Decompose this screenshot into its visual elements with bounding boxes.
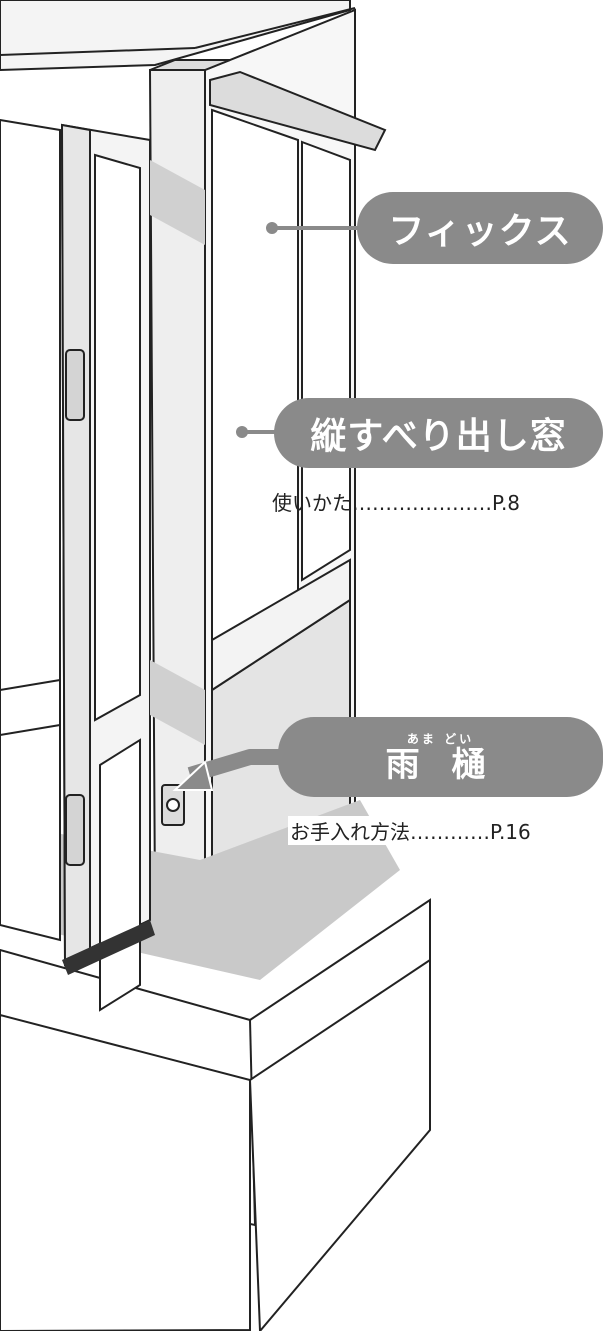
- tatesuberi-page-ref[interactable]: 使いかた…………………P.8: [272, 491, 521, 515]
- callout-tatesuberi: 縦すべり出し窓: [274, 398, 603, 468]
- amadoi-ruby: あま どい: [406, 731, 475, 746]
- arrow-amadoi: [187, 749, 285, 783]
- callout-tatesuberi-label: 縦すべり出し窓: [310, 416, 567, 457]
- callout-amadoi-label: 雨 樋: [385, 744, 496, 785]
- callout-amadoi: あま どい 雨 樋: [278, 717, 603, 797]
- amadoi-page-ref[interactable]: お手入れ方法…………P.16: [288, 816, 533, 845]
- hinge-lower: [65, 794, 85, 866]
- gutter: [209, 70, 387, 152]
- callout-fix: フィックス: [357, 192, 603, 264]
- callout-fix-label: フィックス: [388, 211, 572, 252]
- left-wall-glass: [0, 118, 61, 942]
- hinge-upper: [65, 349, 85, 421]
